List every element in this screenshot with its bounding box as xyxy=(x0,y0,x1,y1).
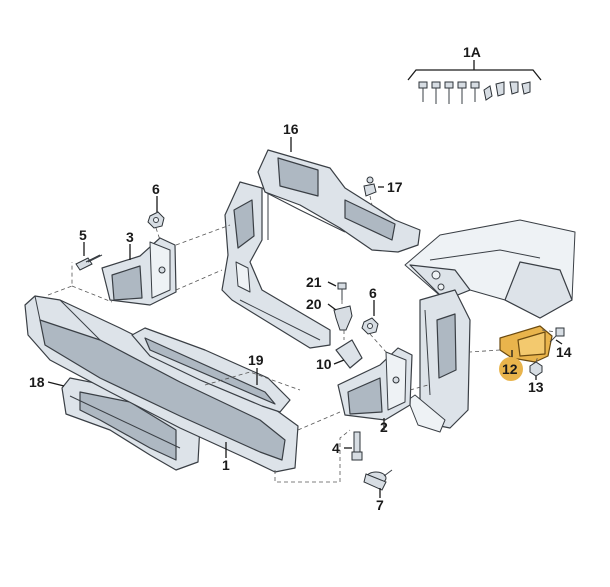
fastener-set-1A-clip-1 xyxy=(483,85,493,101)
label-6-left: 6 xyxy=(152,181,160,197)
fastener-set-1A-screw-1 xyxy=(418,81,428,102)
bolt-4 xyxy=(351,431,363,461)
bracket-12-highlighted xyxy=(499,325,553,363)
fastener-set-1A-clip-4 xyxy=(521,81,531,95)
nut-6-left xyxy=(147,211,165,229)
fastener-set-bracket xyxy=(407,69,542,81)
label-5: 5 xyxy=(79,227,87,243)
label-1a: 1A xyxy=(463,44,481,60)
fastener-set-1A-screw-5 xyxy=(470,81,480,102)
label-12: 12 xyxy=(502,361,518,377)
label-3: 3 xyxy=(126,229,134,245)
label-4: 4 xyxy=(332,440,340,456)
label-19: 19 xyxy=(248,352,264,368)
fastener-set-1A-clip-3 xyxy=(509,81,519,95)
fastener-set-1A xyxy=(418,81,531,104)
label-14: 14 xyxy=(556,344,572,360)
air-guide-16 xyxy=(257,149,421,253)
label-18: 18 xyxy=(29,374,45,390)
bracket-3 xyxy=(101,237,177,306)
assembly-dash-lines xyxy=(47,195,557,483)
bolt-7 xyxy=(363,469,393,491)
fastener-set-1A-screw-2 xyxy=(431,81,441,104)
clip-17 xyxy=(363,176,377,197)
badge-12: 12 xyxy=(499,357,523,381)
label-7: 7 xyxy=(376,497,384,513)
label-16: 16 xyxy=(283,121,299,137)
label-17: 17 xyxy=(387,179,403,195)
label-10: 10 xyxy=(316,356,332,372)
right-carrier-leg xyxy=(407,289,471,433)
fastener-set-1A-screw-3 xyxy=(444,81,454,104)
fastener-set-1A-screw-4 xyxy=(457,81,467,104)
label-20: 20 xyxy=(306,296,322,312)
bracket-10 xyxy=(335,339,363,369)
label-13: 13 xyxy=(528,379,544,395)
bolt-5 xyxy=(75,254,103,271)
leader-lines xyxy=(47,60,563,498)
bracket-2 xyxy=(337,347,413,421)
nut-6-right xyxy=(361,317,379,335)
label-6-right: 6 xyxy=(369,285,377,301)
bolt-21 xyxy=(337,282,347,300)
strip-19 xyxy=(131,327,291,413)
label-1: 1 xyxy=(222,457,230,473)
fastener-set-1A-clip-2 xyxy=(495,81,505,97)
nut-13 xyxy=(529,361,543,377)
label-2: 2 xyxy=(380,419,388,435)
label-21: 21 xyxy=(306,274,322,290)
expansion-nut-20 xyxy=(333,305,353,331)
bumper-carrier-1 xyxy=(24,295,299,473)
